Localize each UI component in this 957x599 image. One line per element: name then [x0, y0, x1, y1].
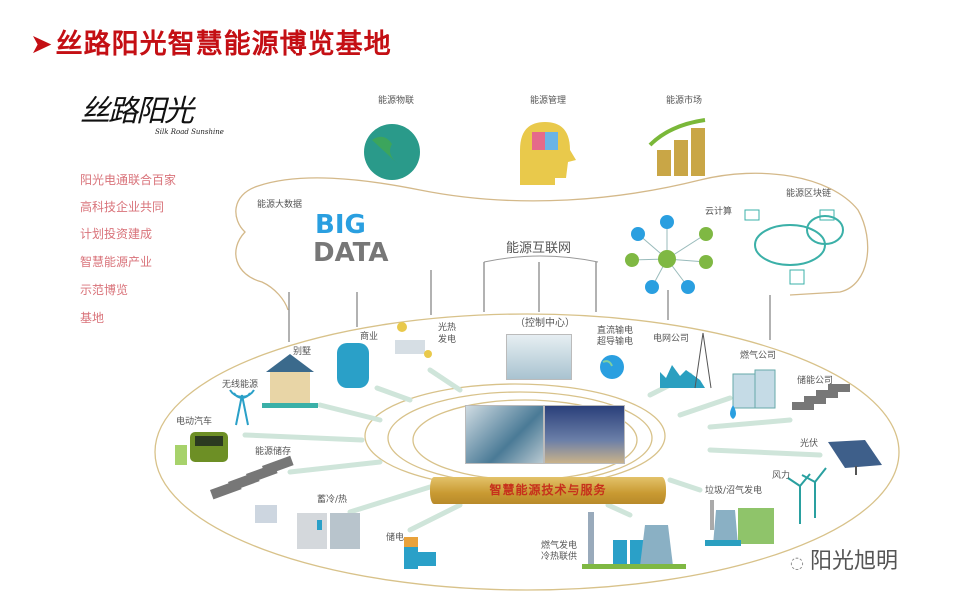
villa-icon [262, 354, 318, 408]
slogan-line: 高科技企业共同 [80, 200, 165, 214]
label-photovoltaic: 光伏 [800, 439, 819, 449]
logo-subtitle: Silk Road Sunshine [155, 128, 224, 136]
label-solar-thermal-1: 光热 [438, 323, 457, 333]
storage-company-icon [792, 384, 850, 410]
globe-iot-icon [364, 124, 420, 180]
label-villa: 别墅 [293, 347, 312, 357]
label-wireless: 无线能源 [222, 380, 259, 390]
label-gas-power: 燃气发电 [541, 541, 578, 551]
slide-title: ➤丝路阳光智慧能源博览基地 [30, 22, 392, 61]
slogan-line: 智慧能源产业 [80, 255, 153, 269]
solar-thermal-icon [395, 322, 432, 358]
title-text: 丝路阳光智慧能源博览基地 [55, 29, 392, 60]
label-biogas: 垃圾/沼气发电 [705, 486, 763, 496]
smart-energy-service-band: 智慧能源技术与服务 [430, 477, 666, 504]
label-control-center: （控制中心） [515, 318, 575, 329]
label-energy-internet: 能源互联网 [506, 241, 572, 256]
label-energy-market: 能源市场 [666, 96, 703, 106]
coins-market-icon [648, 118, 706, 176]
label-energy-blockchain: 能源区块链 [786, 189, 832, 199]
grid-tower-icon [660, 332, 712, 389]
slogan-line: 基地 [80, 311, 105, 325]
label-wind: 风力 [772, 471, 791, 481]
label-chp: 冷热联供 [541, 552, 578, 562]
label-solar-thermal-2: 发电 [438, 335, 457, 345]
expo-building-photo-day [465, 405, 544, 464]
wind-turbine-icon [787, 467, 827, 524]
wechat-icon: ◌ [790, 553, 804, 572]
gas-plant-icon [582, 512, 686, 569]
label-storage-company: 储能公司 [797, 376, 834, 386]
logo-calligraphy: 丝路阳光 [80, 94, 194, 129]
label-energy-storage: 能源储存 [255, 447, 292, 457]
slogan-line: 计划投资建成 [80, 227, 153, 241]
label-commercial: 商业 [360, 332, 379, 342]
biogas-plant-icon [705, 500, 774, 546]
blockchain-icon [744, 209, 844, 285]
slogan-line: 阳光电通联合百家 [80, 173, 177, 187]
battery-icon [404, 537, 436, 569]
cloud-outline [235, 172, 869, 311]
cold-storage-icon [297, 513, 360, 549]
arrow-icon: ➤ [30, 29, 54, 60]
gas-tanks-icon [730, 369, 776, 419]
label-ev: 电动汽车 [176, 417, 213, 427]
slogan-line: 示范博览 [80, 283, 129, 297]
expo-building-photo-night [544, 405, 625, 464]
label-energy-management: 能源管理 [530, 96, 567, 106]
control-center-photo [506, 334, 572, 380]
label-gas-company: 燃气公司 [740, 351, 777, 361]
wireless-tower-icon [229, 389, 255, 426]
silk-road-sunshine-logo: 丝路阳光 Silk Road Sunshine [80, 86, 230, 142]
big-data-wordcloud: BIG [315, 210, 366, 240]
electric-car-icon [175, 432, 228, 465]
storage-battery-rack-icon [210, 455, 294, 523]
cloud-computing-icon [625, 215, 713, 294]
label-big-data: 能源大数据 [257, 200, 303, 210]
watermark-text: 阳光旭明 [809, 549, 898, 574]
big-data-wordcloud-data: DATA [313, 238, 389, 268]
label-cloud-computing: 云计算 [705, 207, 733, 217]
solar-panel-icon [828, 440, 882, 475]
label-energy-iot: 能源物联 [378, 96, 415, 106]
label-dc-transmission: 直流输电 [597, 326, 634, 336]
label-superconducting: 超导输电 [597, 337, 634, 347]
building-icon [337, 343, 369, 388]
head-management-icon [520, 122, 576, 185]
dc-globe-icon [600, 355, 624, 379]
outer-ring [154, 313, 900, 591]
label-battery: 储电 [386, 533, 405, 543]
label-thermal-storage: 蓄冷/热 [317, 495, 348, 505]
connector-lines [288, 262, 771, 342]
label-grid-company: 电网公司 [653, 334, 690, 344]
watermark: ◌ 阳光旭明 [790, 543, 898, 575]
